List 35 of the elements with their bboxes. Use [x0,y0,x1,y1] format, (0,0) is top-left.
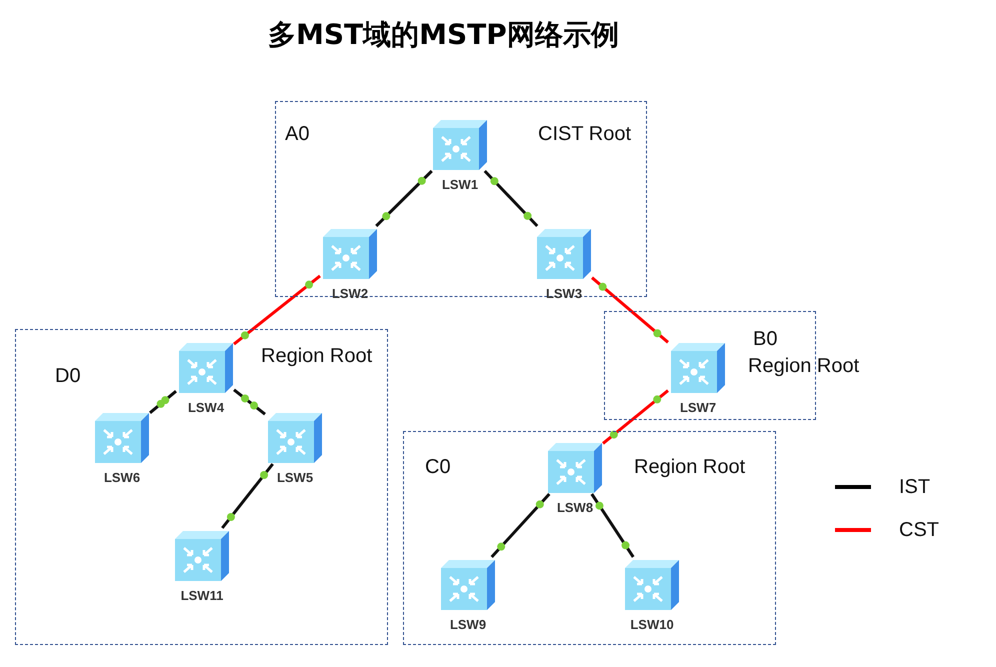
region-box [15,329,388,645]
link-line [375,170,433,228]
region-label: Region Root [261,346,372,366]
switch-label: LSW2 [332,287,368,300]
link-line [233,388,266,416]
legend-label: CST [899,518,939,542]
switch-label: LSW7 [680,401,716,414]
link-line [233,274,321,346]
switch-label: LSW3 [546,287,582,300]
region-box [403,431,776,645]
switch-label: LSW8 [556,501,594,514]
region-label: A0 [285,124,310,144]
diagram-title: 多MST域的MSTP网络示例 [268,17,619,53]
region-label: Region Root [748,356,860,376]
region-label: CIST Root [538,124,631,144]
region-label: Region Root [634,457,746,477]
link-line [591,276,669,344]
link-line [490,492,550,558]
link-line [484,170,538,228]
region-label: C0 [425,457,451,477]
legend-label: IST [899,475,930,499]
switch-label: LSW4 [188,401,224,414]
link-line [221,463,274,529]
link-line [602,389,669,445]
switch-label: LSW1 [442,178,478,191]
switch-label: LSW9 [450,618,486,631]
switch-label: LSW10 [630,618,674,631]
region-box [275,101,647,297]
switch-label: LSW5 [276,471,314,484]
link-line [590,493,634,558]
region-label: B0 [753,329,778,349]
region-label: D0 [55,366,81,386]
switch-label: LSW11 [180,589,224,602]
link-line [149,390,177,414]
switch-label: LSW6 [104,471,140,484]
